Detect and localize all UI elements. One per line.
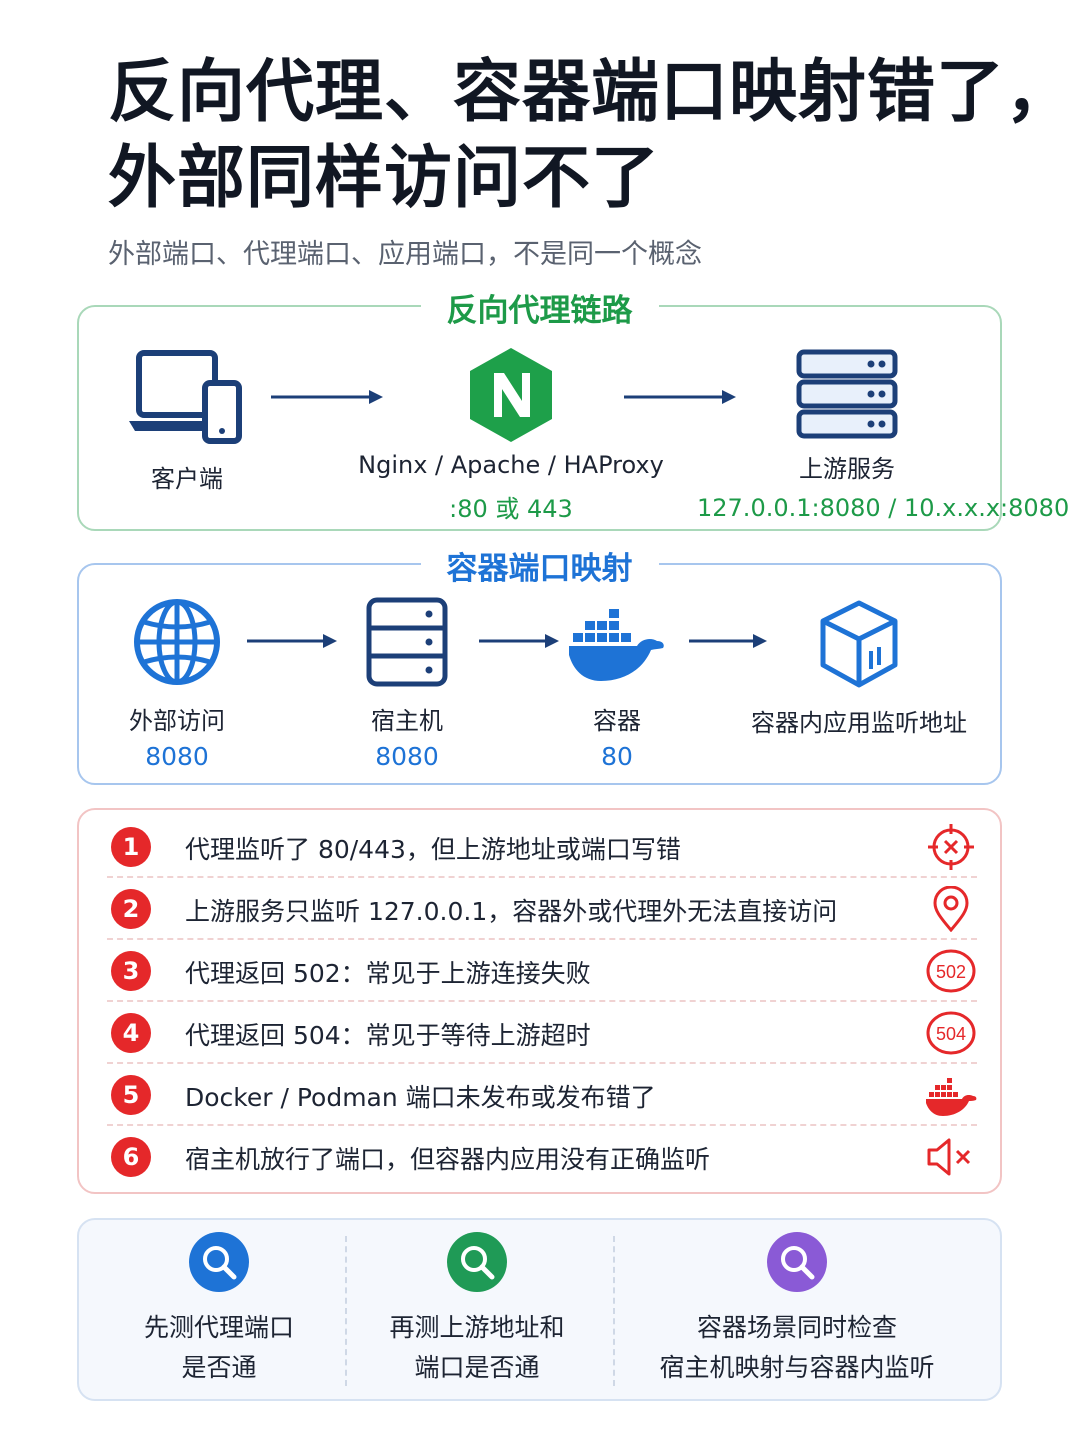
location-pin-icon [933, 886, 969, 932]
step-line: 再测上游地址和 [389, 1313, 565, 1342]
issue-number-badge: 6 [111, 1137, 151, 1177]
host-label: 宿主机 [371, 707, 443, 735]
title-line-2: 外部同样访问不了 [108, 139, 661, 218]
globe-icon [134, 599, 220, 685]
arrow-icon [689, 634, 767, 648]
step-line: 宿主机映射与容器内监听 [659, 1353, 935, 1382]
step-card: 容器场景同时检查 宿主机映射与容器内监听 [647, 1232, 947, 1388]
step-line: 端口是否通 [414, 1353, 540, 1382]
proxy-node: Nginx / Apache / HAProxy :80 或 443 [341, 345, 681, 524]
app-listen-node: 容器内应用监听地址 [739, 599, 979, 738]
issue-text: 代理返回 502：常见于上游连接失败 [185, 959, 591, 988]
nginx-logo-icon [470, 348, 552, 442]
504-badge-icon: 504 [926, 1011, 976, 1055]
search-icon [767, 1232, 827, 1292]
server-stack-icon [796, 349, 898, 439]
proxy-chain-heading: 反向代理链路 [420, 285, 659, 330]
issue-row: 1 代理监听了 80/443，但上游地址或端口写错 [107, 816, 977, 878]
page-subtitle: 外部端口、代理端口、应用端口，不是同一个概念 [108, 239, 702, 270]
issue-text: Docker / Podman 端口未发布或发布错了 [185, 1083, 656, 1112]
speaker-muted-icon [927, 1138, 971, 1176]
issue-text: 上游服务只监听 127.0.0.1，容器外或代理外无法直接访问 [185, 897, 838, 926]
external-access-node: 外部访问 8080 [117, 597, 237, 771]
issue-row: 3 代理返回 502：常见于上游连接失败 502 [107, 940, 977, 1002]
title-line-1: 反向代理、容器端口映射错了， [108, 53, 1075, 132]
proxy-label: Nginx / Apache / HAProxy [358, 451, 664, 479]
page-title: 反向代理、容器端口映射错了， 外部同样访问不了 [108, 50, 1075, 222]
search-icon [447, 1232, 507, 1292]
issue-number-badge: 4 [111, 1013, 151, 1053]
issue-text: 宿主机放行了端口，但容器内应用没有正确监听 [185, 1145, 711, 1174]
502-badge-text: 502 [936, 962, 966, 982]
arrow-icon [479, 634, 559, 648]
upstream-address: 127.0.0.1:8080 / 10.x.x.x:8080 [697, 494, 1070, 522]
client-label: 客户端 [151, 465, 223, 493]
steps-section: 先测代理端口 是否通 再测上游地址和 端口是否通 容器场景同时检查 宿主机映射与… [77, 1218, 1002, 1401]
container-label: 容器 [593, 707, 641, 735]
step-card: 再测上游地址和 端口是否通 [337, 1232, 617, 1388]
container-node: 容器 80 [557, 605, 677, 771]
docker-whale-icon [926, 1078, 977, 1116]
issue-text: 代理监听了 80/443，但上游地址或端口写错 [185, 835, 681, 864]
divider [345, 1236, 347, 1386]
upstream-node: 上游服务 127.0.0.1:8080 / 10.x.x.x:8080 [697, 349, 1070, 522]
host-port: 8080 [375, 742, 439, 771]
step-line: 先测代理端口 [143, 1313, 294, 1342]
container-mapping-heading: 容器端口映射 [420, 543, 659, 588]
step-line: 是否通 [181, 1353, 257, 1382]
arrow-icon [624, 390, 736, 404]
upstream-label: 上游服务 [799, 455, 895, 483]
external-access-label: 外部访问 [129, 707, 225, 735]
cube-icon [820, 600, 898, 688]
docker-whale-icon [569, 609, 664, 681]
issue-number-badge: 3 [111, 951, 151, 991]
issue-text: 代理返回 504：常见于等待上游超时 [185, 1021, 591, 1050]
host-node: 宿主机 8080 [347, 597, 467, 771]
arrow-icon [247, 634, 337, 648]
step-line: 容器场景同时检查 [696, 1313, 897, 1342]
issue-row: 5 Docker / Podman 端口未发布或发布错了 [107, 1064, 977, 1126]
app-listen-label: 容器内应用监听地址 [751, 709, 967, 737]
502-badge-icon: 502 [926, 949, 976, 993]
504-badge-text: 504 [936, 1024, 966, 1044]
client-node: 客户端 [127, 347, 247, 494]
external-port: 8080 [145, 742, 209, 771]
step-card: 先测代理端口 是否通 [79, 1232, 359, 1388]
container-mapping-section: 容器端口映射 外部访问 8080 宿主机 8080 [77, 543, 1002, 785]
laptop-phone-icon [129, 350, 242, 444]
host-server-icon [366, 597, 448, 687]
issue-number-badge: 5 [111, 1075, 151, 1115]
arrow-icon [271, 390, 383, 404]
target-x-icon [928, 824, 974, 870]
issue-number-badge: 2 [111, 889, 151, 929]
issue-row: 6 宿主机放行了端口，但容器内应用没有正确监听 [107, 1126, 977, 1184]
container-port: 80 [601, 742, 633, 771]
issue-row: 4 代理返回 504：常见于等待上游超时 504 [107, 1002, 977, 1064]
proxy-chain-section: 反向代理链路 客户端 Nginx / Apache / HAProxy :80 … [77, 285, 1070, 531]
divider [613, 1236, 615, 1386]
issue-number-badge: 1 [111, 827, 151, 867]
issues-section: 1 代理监听了 80/443，但上游地址或端口写错 2 上游服务只监听 127.… [77, 808, 1002, 1194]
search-icon [189, 1232, 249, 1292]
proxy-ports: :80 或 443 [449, 495, 573, 523]
issue-row: 2 上游服务只监听 127.0.0.1，容器外或代理外无法直接访问 [107, 878, 977, 940]
